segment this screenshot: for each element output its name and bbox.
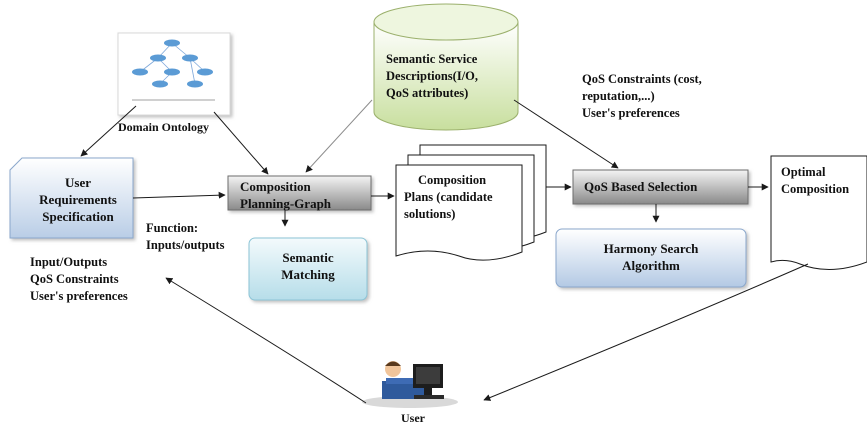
arrow-ontology-to-user-req	[80, 105, 137, 157]
user-inputs-line-1: Input/Outputs	[30, 255, 108, 269]
user-req-line-2: Requirements	[39, 192, 117, 207]
descriptions-line-2: Descriptions(I/O,	[386, 69, 479, 83]
arrows	[80, 99, 809, 404]
optimal-line-1: Optimal	[781, 165, 826, 179]
service-descriptions-cylinder	[373, 3, 519, 131]
arrow-descriptions-to-qos	[513, 99, 619, 169]
semantic-service-descriptions-label: Semantic Service Descriptions(I/O, QoS a…	[386, 51, 478, 102]
qos-constraints-line-3: User's preferences	[582, 106, 680, 120]
harmony-search-label: Harmony Search Algorithm	[556, 240, 746, 274]
user-inputs-annotation: Input/Outputs QoS Constraints User's pre…	[30, 254, 128, 305]
function-annotation: Function: Inputs/outputs	[146, 220, 225, 254]
qos-constraints-line-2: reputation,...)	[582, 89, 655, 103]
matching-line-1: Semantic	[282, 250, 334, 265]
semantic-matching-label: Semantic Matching	[249, 249, 367, 283]
person-at-computer-icon	[362, 361, 458, 408]
composition-planning-graph-label: Composition Planning-Graph	[240, 178, 331, 212]
harmony-search-box	[555, 228, 747, 288]
optimal-line-2: Composition	[781, 182, 850, 196]
planning-line-1: Composition	[240, 179, 311, 194]
arrow-optimal-to-user	[483, 263, 809, 401]
function-line-1: Function:	[146, 221, 199, 235]
user-req-line-3: Specification	[42, 209, 114, 224]
optimal-composition-label: Optimal Composition	[781, 164, 849, 198]
qos-based-selection-box	[572, 169, 749, 205]
arrow-user-req-to-planning	[132, 191, 226, 199]
qos-based-selection-label: QoS Based Selection	[584, 179, 698, 194]
user-inputs-line-2: QoS Constraints	[30, 272, 119, 286]
arrow-ontology-to-planning	[213, 111, 269, 175]
composition-planning-graph-box	[227, 175, 372, 211]
domain-ontology-label: Domain Ontology	[118, 120, 210, 134]
descriptions-line-1: Semantic Service	[386, 52, 478, 66]
plans-line-1: Composition	[418, 173, 487, 187]
optimal-composition-document	[770, 155, 867, 271]
user-inputs-line-3: User's preferences	[30, 289, 128, 303]
function-line-2: Inputs/outputs	[146, 238, 225, 252]
ontology-graph-image	[117, 32, 231, 116]
user-requirements-label: User Requirements Specification	[22, 174, 134, 225]
composition-plans-label: Composition Plans (candidate solutions)	[404, 172, 493, 223]
planning-line-2: Planning-Graph	[240, 196, 332, 211]
qos-constraints-line-1: QoS Constraints (cost,	[582, 72, 702, 86]
harmony-line-1: Harmony Search	[603, 241, 699, 256]
arrow-descriptions-to-planning	[305, 99, 373, 173]
user-label: User	[401, 411, 425, 425]
user-req-line-1: User	[65, 175, 91, 190]
arrow-user-to-inputs	[165, 277, 367, 404]
qos-constraints-annotation: QoS Constraints (cost, reputation,...) U…	[582, 71, 702, 122]
descriptions-line-3: QoS attributes)	[386, 86, 469, 100]
matching-line-2: Matching	[281, 267, 335, 282]
harmony-line-2: Algorithm	[622, 258, 680, 273]
user-requirements-box	[9, 157, 134, 239]
plans-line-2: Plans (candidate	[404, 190, 493, 204]
plans-line-3: solutions)	[404, 207, 456, 221]
semantic-matching-box	[248, 237, 368, 301]
composition-plans-documents	[395, 144, 547, 261]
